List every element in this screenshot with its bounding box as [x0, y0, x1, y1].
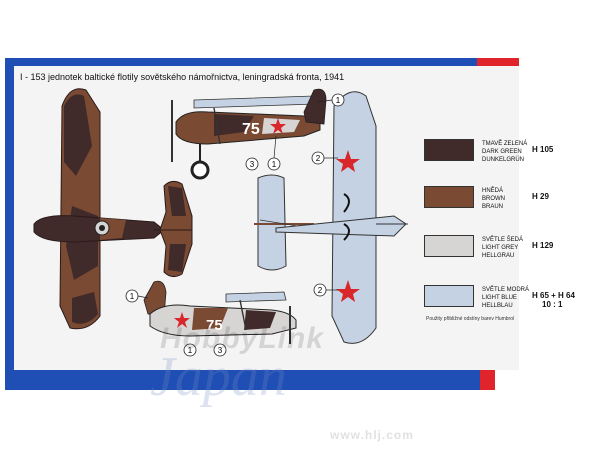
color-swatch [424, 139, 474, 161]
color-swatch [424, 285, 474, 307]
frame-red-bottom-stripe [480, 370, 495, 390]
humbrol-code: H 129 [532, 241, 554, 250]
aircraft-drawings: 75 [33, 88, 408, 357]
mix-ratio: 10 : 1 [542, 300, 563, 309]
top-view-aircraft [33, 88, 193, 330]
humbrol-code: H 105 [532, 145, 554, 154]
front-view-aircraft [254, 174, 314, 271]
side-number-lower: 75 [206, 317, 223, 334]
side-view-aircraft-lower: 75 [143, 280, 297, 344]
callout-1-a: 1 [336, 96, 341, 105]
callout-1-b: 1 [272, 160, 277, 169]
watermark-brand: HobbyLink [160, 322, 324, 355]
frame-blue-top-stripe [5, 58, 477, 66]
legend-note: Použity přibližné odstíny barev Humbrol [426, 316, 515, 322]
callout-3-a: 3 [250, 160, 255, 169]
frame-blue-bottom-stripe [5, 370, 480, 390]
color-swatch [424, 186, 474, 208]
humbrol-code: H 29 [532, 192, 549, 201]
frame-blue-left-stripe [5, 58, 14, 390]
watermark-country: Japan [150, 346, 287, 408]
underside-view-aircraft [275, 91, 408, 344]
side-view-aircraft-upper: 75 [171, 88, 327, 180]
side-number-upper: 75 [242, 121, 260, 138]
callout-2-b: 2 [318, 286, 323, 295]
frame-red-top-stripe [477, 58, 519, 66]
color-swatch [424, 235, 474, 257]
callout-2-a: 2 [316, 154, 321, 163]
humbrol-code: H 65 + H 64 10 : 1 [532, 291, 575, 309]
callout-3-b: 3 [218, 346, 223, 355]
sheet-caption: I - 153 jednotek baltické flotily sověts… [20, 72, 345, 82]
callouts: 1 3 1 2 2 1 1 3 [125, 93, 345, 357]
callout-1-d: 1 [188, 346, 193, 355]
watermark-url: www.hlj.com [330, 428, 414, 442]
callout-1-c: 1 [130, 292, 135, 301]
